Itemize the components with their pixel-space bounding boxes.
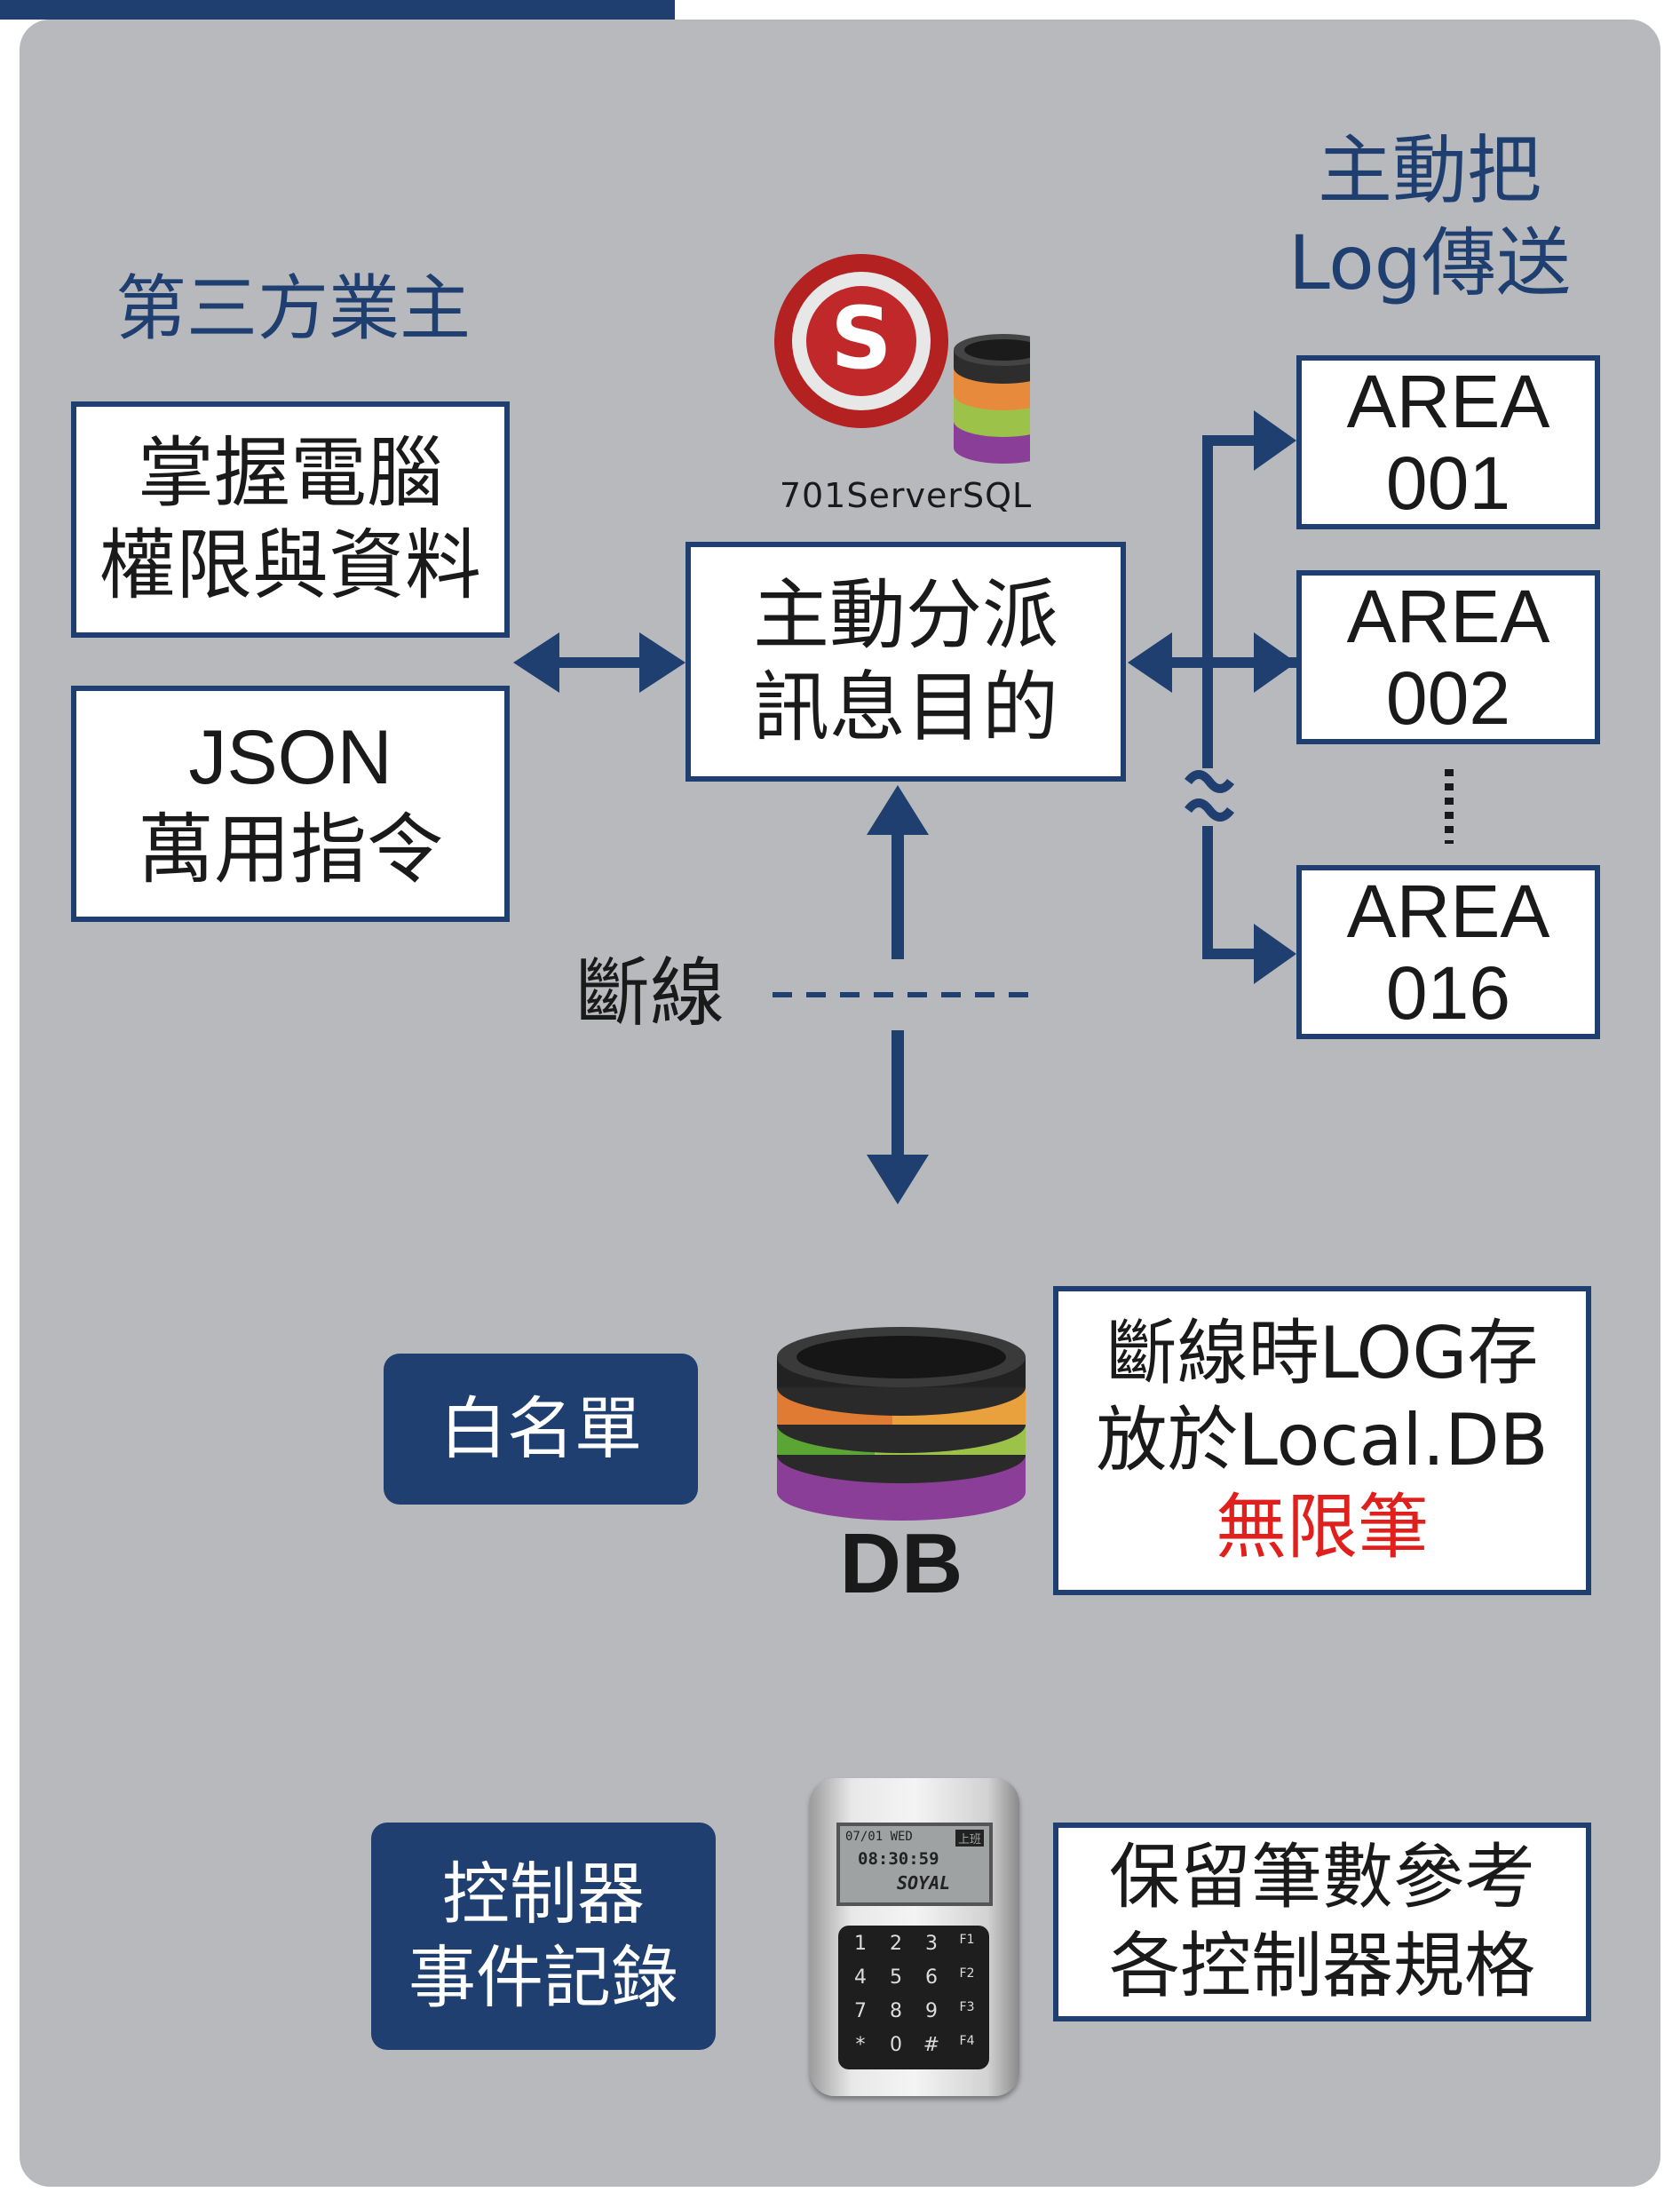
dispatch-destination-box: 主動分派 訊息目的 (685, 542, 1126, 782)
key: 0 (890, 2034, 902, 2056)
permissions-line-1: 掌握電腦 (138, 429, 443, 518)
access-controller-keypad-icon: 07/01 WED 上班 08:30:59 SOYAL 1 2 3 F1 4 5… (810, 1778, 1019, 2096)
arrow-area-001 (1254, 410, 1296, 471)
right-heading-line-1: 主動把 (1317, 127, 1541, 214)
controller-label-line-2: 事件記錄 (408, 1938, 678, 2017)
area-001-box: AREA 001 (1296, 355, 1600, 529)
down-arrow-shaft (892, 1030, 904, 1172)
right-heading: 主動把 Log傳送 (1270, 124, 1589, 309)
whitelist-badge: 白名單 (384, 1354, 698, 1505)
right-heading-line-2: Log傳送 (1288, 219, 1572, 306)
db-label: DB (839, 1516, 963, 1611)
key: 7 (854, 2000, 867, 2022)
key: F1 (959, 1933, 975, 1947)
bus-break-symbol (1185, 770, 1234, 822)
controller-events-badge: 控制器 事件記錄 (371, 1823, 716, 2050)
json-command-box: JSON 萬用指令 (71, 686, 510, 922)
left-arrow-head-left (513, 632, 559, 693)
database-stack-icon (773, 1306, 1030, 1528)
svg-text:S: S (830, 289, 892, 388)
device-screen: 07/01 WED 上班 08:30:59 SOYAL (836, 1823, 993, 1906)
device-brand: SOYAL (897, 1872, 951, 1894)
key: F3 (959, 2000, 975, 2014)
local-db-line-1: 斷線時LOG存 (1105, 1312, 1539, 1394)
device-time: 08:30:59 (858, 1849, 939, 1869)
branch-016 (1202, 949, 1264, 959)
area-016-line-1: AREA (1346, 870, 1550, 953)
branch-001 (1202, 435, 1264, 446)
controller-label-line-1: 控制器 (442, 1855, 645, 1934)
area-002-line-1: AREA (1346, 575, 1550, 658)
area-002-line-2: 002 (1385, 656, 1511, 740)
key: 3 (925, 1933, 938, 1955)
local-db-line-2: 放於Local.DB (1096, 1399, 1549, 1481)
down-arrow-head (867, 1155, 929, 1204)
server-sql-logo-icon: S (764, 245, 1030, 476)
top-title-bar (0, 0, 675, 20)
device-date: 07/01 WED (845, 1830, 913, 1844)
key: 6 (925, 1966, 938, 1989)
arrow-area-002 (1254, 632, 1296, 693)
left-heading: 第三方業主 (115, 267, 471, 350)
key: 5 (890, 1966, 902, 1989)
key: F4 (959, 2034, 975, 2048)
key: F2 (959, 1966, 975, 1981)
server-sql-label: 701ServerSQL (779, 476, 1033, 515)
bus-upper (1202, 435, 1213, 768)
record-count-line-2: 各控制器規格 (1109, 1925, 1535, 2007)
local-db-box: 斷線時LOG存 放於Local.DB 無限筆 (1053, 1286, 1591, 1595)
left-arrow-head-right (639, 632, 685, 693)
right-arrow-head-left (1128, 632, 1172, 693)
device-mode: 上班 (955, 1830, 984, 1847)
record-count-box: 保留筆數參考 各控制器規格 (1053, 1823, 1591, 2021)
device-keypad: 1 2 3 F1 4 5 6 F2 7 8 9 F3 * 0 # F4 (838, 1926, 989, 2069)
key: 4 (854, 1966, 867, 1989)
up-arrow-shaft (892, 817, 904, 959)
permissions-line-2: 權限與資料 (99, 521, 481, 610)
dispatch-line-1: 主動分派 (753, 571, 1058, 660)
area-002-box: AREA 002 (1296, 570, 1600, 744)
dispatch-line-2: 訊息目的 (753, 663, 1058, 752)
key: 1 (854, 1933, 867, 1955)
branch-002 (1202, 657, 1264, 668)
arrow-area-016 (1254, 924, 1296, 984)
key: 9 (925, 2000, 938, 2022)
left-arrow-shaft (551, 657, 648, 668)
area-016-line-2: 016 (1385, 951, 1511, 1035)
key: 8 (890, 2000, 902, 2022)
unlimited-records-text: 無限筆 (1216, 1486, 1429, 1569)
key: 2 (890, 1933, 902, 1955)
area-016-box: AREA 016 (1296, 865, 1600, 1039)
bus-lower (1202, 826, 1213, 959)
key: # (923, 2034, 940, 2056)
key: * (855, 2034, 866, 2056)
json-line-2: 萬用指令 (138, 806, 443, 894)
disconnect-label: 斷線 (575, 949, 725, 1036)
up-arrow-head (867, 785, 929, 835)
record-count-line-1: 保留筆數參考 (1109, 1836, 1535, 1918)
area-001-line-2: 001 (1385, 441, 1511, 525)
permissions-data-box: 掌握電腦 權限與資料 (71, 401, 510, 638)
json-line-1: JSON (188, 715, 392, 800)
area-001-line-1: AREA (1346, 360, 1550, 443)
